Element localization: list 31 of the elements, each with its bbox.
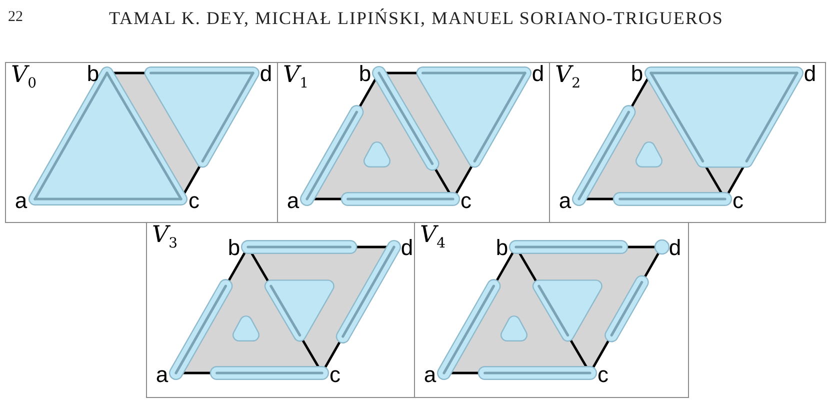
vertex-label: b bbox=[228, 237, 240, 259]
vertex-label: a bbox=[14, 190, 28, 212]
panel-title: V$_{3}$ bbox=[152, 224, 178, 251]
vertex-label: b bbox=[496, 237, 508, 259]
panel-title: V$_{0}$ bbox=[11, 64, 37, 91]
panel-frame bbox=[414, 222, 689, 398]
vertex-label: a bbox=[156, 364, 168, 386]
panel-frame bbox=[5, 62, 278, 223]
vertex-label: c bbox=[732, 190, 744, 212]
vertex-label: b bbox=[86, 63, 100, 85]
vertex-label: c bbox=[460, 190, 472, 212]
vertex-label: a bbox=[424, 364, 436, 386]
vertex-label: c bbox=[330, 364, 340, 386]
vertex-label: d bbox=[400, 237, 414, 259]
vertex-label: b bbox=[630, 63, 644, 85]
vertex-label: a bbox=[286, 190, 300, 212]
vertex-label: d bbox=[668, 237, 682, 259]
panel-frame bbox=[146, 222, 415, 398]
vertex-label: c bbox=[188, 190, 200, 212]
header-text: TAMAL K. DEY, MICHAŁ LIPIŃSKI, MANUEL SORIANO-TRIGUEROS bbox=[109, 9, 724, 27]
vertex-label: d bbox=[260, 63, 272, 85]
vertex-label: b bbox=[358, 63, 372, 85]
panel-title: V$_{1}$ bbox=[283, 64, 309, 91]
panel-frame bbox=[549, 62, 826, 223]
vertex-label: d bbox=[804, 63, 816, 85]
vertex-label: d bbox=[532, 63, 544, 85]
page-number: 22 bbox=[8, 10, 23, 25]
vertex-label: c bbox=[598, 364, 608, 386]
vertex-label: a bbox=[558, 190, 572, 212]
panel-title: V$_{2}$ bbox=[555, 64, 581, 91]
panel-title: V$_{4}$ bbox=[420, 224, 446, 251]
